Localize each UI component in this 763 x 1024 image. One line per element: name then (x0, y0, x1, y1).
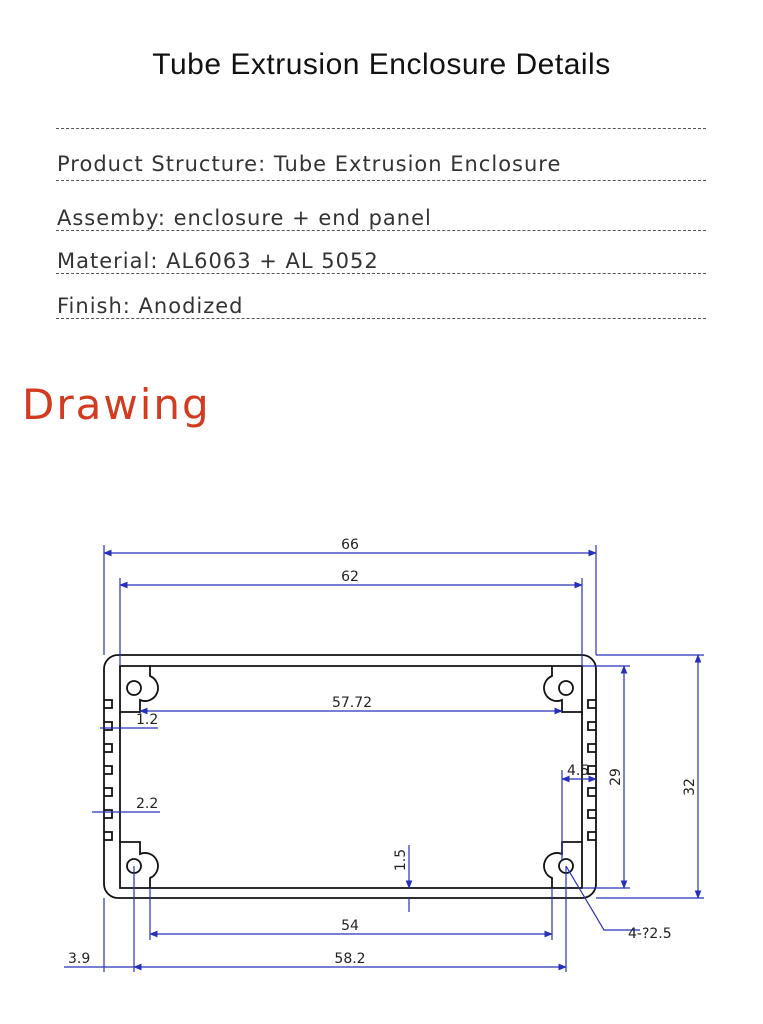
spec-value: enclosure + end panel (173, 206, 432, 230)
spec-row-assembly: Assemby: enclosure + end panel (56, 181, 706, 231)
slot-bottom-right (543, 841, 583, 889)
spec-label: Product Structure (57, 152, 259, 176)
dim-rib-thickness: 1.2 (136, 712, 158, 728)
spec-value: Anodized (138, 294, 244, 318)
spec-row-product-structure: Product Structure: Tube Extrusion Enclos… (56, 129, 706, 181)
dim-inner-height: 29 (608, 768, 624, 786)
dim-edge-offset: 3.9 (68, 951, 90, 967)
spec-separator: : (157, 206, 174, 230)
dim-hole-callout: 4-?2.5 (628, 926, 672, 942)
dim-overall-width: 66 (341, 537, 359, 553)
dim-slot-span: 57.72 (332, 695, 372, 711)
spec-value: AL6063 + AL 5052 (166, 249, 379, 273)
drawing-heading: Drawing (22, 380, 211, 429)
spec-value: Tube Extrusion Enclosure (273, 152, 562, 176)
dim-overall-height: 32 (682, 778, 698, 796)
dim-inner-width: 62 (341, 569, 359, 585)
spec-row-finish: Finish: Anodized (56, 274, 706, 319)
left-fins (104, 699, 113, 841)
spec-row-material: Material: AL6063 + AL 5052 (56, 231, 706, 274)
spec-label: Material (57, 249, 151, 273)
spec-label: Finish (57, 294, 123, 318)
hole-callout-leader (565, 865, 640, 931)
outer-shell (103, 654, 597, 899)
dim-hole-span: 58.2 (334, 951, 365, 967)
spec-table: Product Structure: Tube Extrusion Enclos… (56, 128, 706, 319)
right-fins (587, 699, 596, 841)
dim-fin-offset: 4.5 (567, 763, 589, 779)
dim-bottom-span: 54 (341, 918, 359, 934)
screw-hole-top-left (126, 680, 142, 696)
enclosure-profile (103, 654, 597, 899)
spec-separator: : (150, 249, 167, 273)
slot-top-left (119, 665, 159, 713)
slot-bottom-left (119, 841, 159, 889)
spec-separator: : (122, 294, 139, 318)
slot-top-right (543, 665, 583, 713)
screw-hole-top-right (558, 680, 574, 696)
spec-separator: : (258, 152, 274, 176)
page-title: Tube Extrusion Enclosure Details (152, 48, 611, 81)
dim-fin-depth: 2.2 (136, 796, 158, 812)
dimension-labels: 66 62 57.72 1.2 2.2 4.5 29 32 1.5 54 58.… (68, 537, 698, 967)
dim-wall-thickness: 1.5 (393, 849, 409, 871)
dimension-lines (64, 545, 704, 972)
spec-label: Assemby (57, 206, 158, 230)
technical-drawing: 66 62 57.72 1.2 2.2 4.5 29 32 1.5 54 58.… (64, 537, 704, 972)
